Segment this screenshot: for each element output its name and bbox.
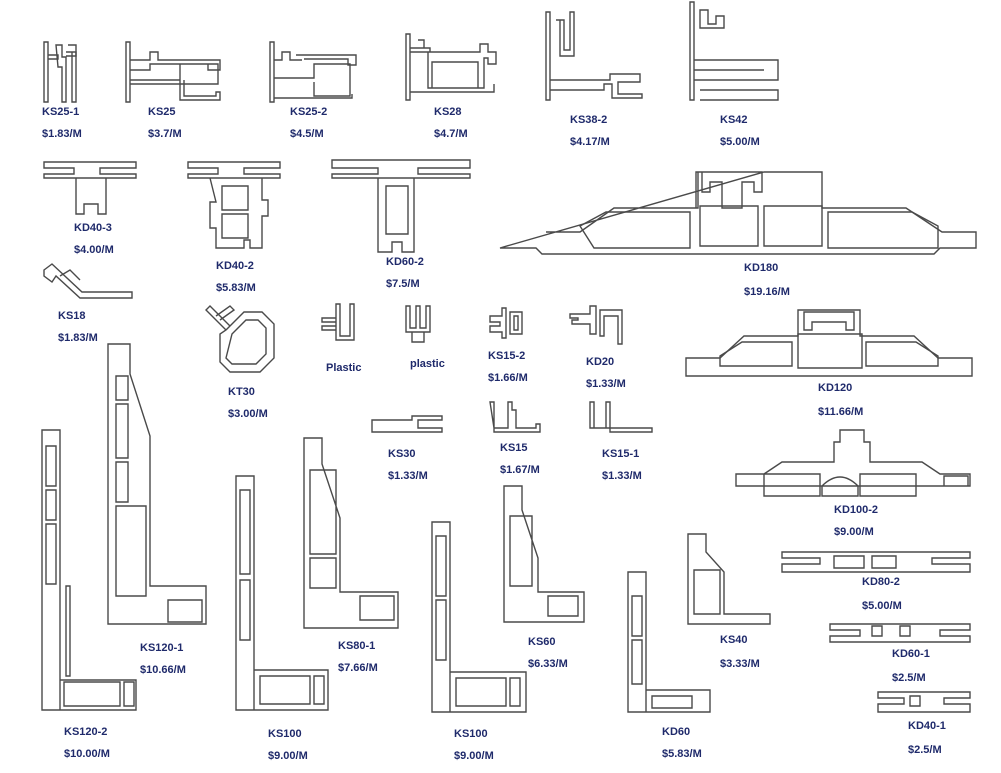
- profile-code: KS15: [500, 442, 528, 454]
- profile-ks18-drawing: [43, 263, 133, 299]
- profile-ks25-1-drawing: [43, 41, 77, 103]
- profile-code: KS15-1: [602, 448, 640, 460]
- profile-code: KD100-2: [834, 504, 879, 516]
- profile-kd40-2-drawing: [187, 161, 281, 249]
- profile-price: $9.00/M: [834, 526, 874, 538]
- profile-price: $3.33/M: [720, 658, 760, 670]
- profile-code: KS40: [720, 634, 748, 646]
- profile-price: $1.33/M: [602, 470, 642, 482]
- profile-code: KD60-2: [386, 256, 424, 268]
- profile-code: KT30: [228, 386, 255, 398]
- profile-price: $1.66/M: [488, 372, 528, 384]
- profile-price: $5.83/M: [216, 282, 256, 294]
- profile-ks100-a-drawing: [235, 475, 329, 711]
- profile-ks100-b-drawing: [431, 521, 527, 713]
- profile-kd80-2-drawing: [781, 551, 971, 573]
- profile-price: $5.83/M: [662, 748, 702, 760]
- profile-code: KD180: [744, 262, 779, 274]
- profile-price: $1.67/M: [500, 464, 540, 476]
- profile-price: $4.5/M: [290, 128, 324, 140]
- profile-price: $7.66/M: [338, 662, 378, 674]
- profile-price: $19.16/M: [744, 286, 790, 298]
- profile-ks15-1-drawing: [589, 401, 653, 433]
- profile-price: $4.17/M: [570, 136, 610, 148]
- profile-ks40-drawing: [687, 533, 771, 625]
- profile-ks25-2-drawing: [269, 41, 357, 103]
- profile-price: $5.00/M: [862, 600, 902, 612]
- profile-kd100-2-drawing: [735, 429, 971, 497]
- profile-price: $1.33/M: [388, 470, 428, 482]
- profile-ks60-drawing: [503, 485, 585, 623]
- profile-code: KS42: [720, 114, 748, 126]
- profile-kd60-drawing: [627, 571, 711, 713]
- profile-code: KS80-1: [338, 640, 376, 652]
- profile-code: KS100: [454, 728, 488, 740]
- profile-ks28-drawing: [405, 33, 497, 101]
- profile-price: $11.66/M: [818, 406, 864, 418]
- profile-code: KS100: [268, 728, 302, 740]
- profile-code: KD60-1: [892, 648, 930, 660]
- profile-code: KD80-2: [862, 576, 900, 588]
- profile-code: KS60: [528, 636, 556, 648]
- profile-code: KD60: [662, 726, 691, 738]
- profile-price: $4.7/M: [434, 128, 468, 140]
- profile-price: $1.83/M: [42, 128, 82, 140]
- profile-code: Plastic: [326, 362, 362, 374]
- profile-price: $4.00/M: [74, 244, 114, 256]
- profile-kd40-3-drawing: [43, 161, 137, 215]
- profile-plastic-b-drawing: [405, 305, 431, 343]
- profile-code: KS15-2: [488, 350, 526, 362]
- profile-price: $3.7/M: [148, 128, 182, 140]
- profile-kd40-1-drawing: [877, 691, 971, 713]
- profile-price: $5.00/M: [720, 136, 760, 148]
- profile-code: KD40-1: [908, 720, 946, 732]
- profile-kd60-2-drawing: [331, 159, 471, 253]
- profile-price: $1.83/M: [58, 332, 98, 344]
- profile-code: plastic: [410, 358, 445, 370]
- profile-kd180-drawing: [499, 171, 977, 255]
- profile-kd120-drawing: [685, 309, 973, 377]
- profile-price: $2.5/M: [892, 672, 926, 684]
- profile-ks42-drawing: [689, 1, 779, 101]
- profile-price: $9.00/M: [268, 750, 308, 762]
- profile-code: KS28: [434, 106, 462, 118]
- profile-code: KD120: [818, 382, 853, 394]
- profile-ks38-2-drawing: [545, 11, 643, 101]
- profile-code: KS120-2: [64, 726, 108, 738]
- profile-ks15-drawing: [489, 401, 541, 433]
- profile-plastic-a-drawing: [321, 303, 355, 341]
- profile-price: $3.00/M: [228, 408, 268, 420]
- profile-code: KS25-1: [42, 106, 80, 118]
- profile-kt30-drawing: [205, 305, 275, 373]
- profile-code: KS38-2: [570, 114, 608, 126]
- profile-price: $7.5/M: [386, 278, 420, 290]
- profile-ks80-1-drawing: [303, 437, 399, 629]
- profile-code: KS25: [148, 106, 176, 118]
- profile-price: $10.00/M: [64, 748, 110, 760]
- profile-kd60-1-drawing: [829, 623, 971, 643]
- profile-ks120-1-drawing: [107, 343, 207, 625]
- profile-price: $6.33/M: [528, 658, 568, 670]
- profile-ks15-2-drawing: [489, 307, 523, 339]
- profile-price: $1.33/M: [586, 378, 626, 390]
- profile-ks30-drawing: [371, 415, 443, 433]
- profile-code: KD20: [586, 356, 615, 368]
- profile-code: KS18: [58, 310, 86, 322]
- profile-price: $9.00/M: [454, 750, 494, 762]
- profile-ks25-drawing: [125, 41, 221, 103]
- profile-ks120-2-drawing: [41, 429, 137, 711]
- profile-code: KD40-2: [216, 260, 254, 272]
- profile-price: $2.5/M: [908, 744, 942, 756]
- profile-code: KS120-1: [140, 642, 184, 654]
- profile-kd20-drawing: [569, 305, 623, 345]
- profile-code: KS30: [388, 448, 416, 460]
- profile-code: KS25-2: [290, 106, 328, 118]
- profile-price: $10.66/M: [140, 664, 186, 676]
- profile-code: KD40-3: [74, 222, 112, 234]
